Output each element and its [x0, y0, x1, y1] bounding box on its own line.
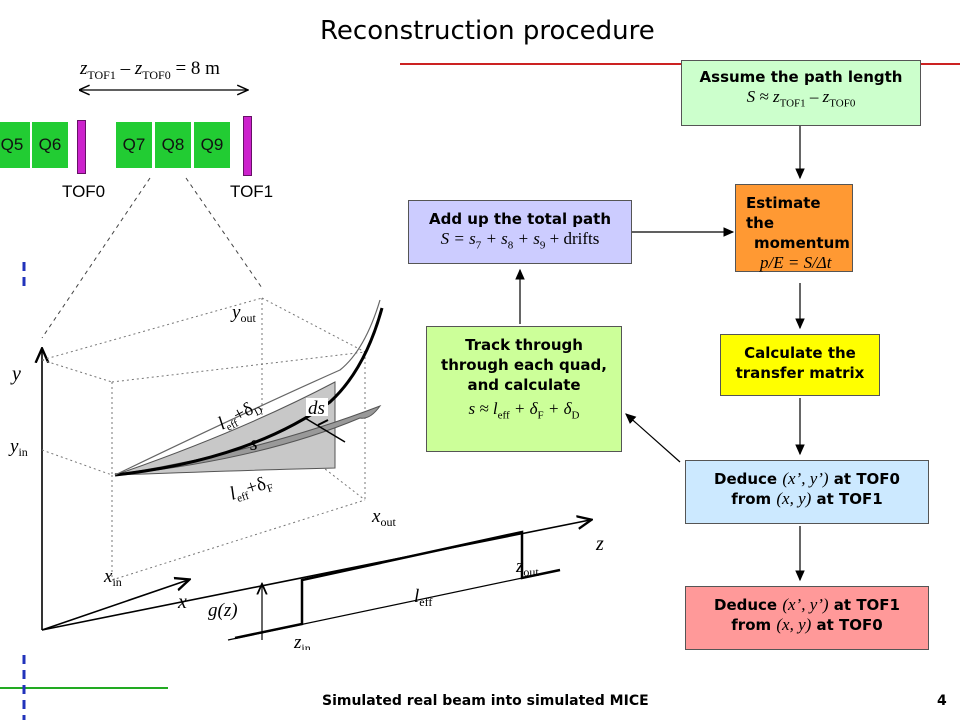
distance-label: zTOF1 – zTOF0 = 8 m	[80, 58, 220, 82]
page-title: Reconstruction procedure	[320, 16, 655, 46]
label-gz: g(z)	[208, 600, 238, 621]
label-ds: ds	[308, 398, 325, 419]
label-z-in: zin	[293, 632, 311, 650]
label-leff: leff	[414, 586, 432, 609]
box-assume-path: Assume the path length S ≈ zTOF1 – zTOF0	[681, 60, 921, 126]
box-add-total-path: Add up the total path S = s7 + s8 + s9 +…	[408, 200, 632, 264]
x-axis	[41, 580, 188, 631]
surface-d	[114, 381, 336, 476]
box-estimate-momentum: Estimate the momentum p/E = S/Δt	[735, 184, 853, 272]
label-x-axis: x	[177, 591, 187, 613]
distance-arrow	[70, 80, 260, 100]
label-z-axis: z	[595, 533, 604, 555]
label-y-out: yout	[230, 302, 256, 325]
label-x-in: xin	[103, 566, 122, 589]
page-number: 4	[937, 693, 947, 709]
box-deduce-tof1: Deduce (x’, y’) at TOF1 from (x, y) at T…	[685, 586, 929, 650]
tof0-label: TOF0	[62, 182, 106, 201]
footer-text: Simulated real beam into simulated MICE	[322, 693, 649, 709]
label-x-out: xout	[371, 506, 396, 529]
quad-q7: Q7	[116, 122, 152, 168]
box-calculate-matrix: Calculate the transfer matrix	[720, 334, 880, 396]
quad-q5: Q5	[0, 122, 30, 168]
tof1-counter	[243, 116, 252, 176]
label-s: s	[250, 433, 258, 455]
gz-step-function	[234, 530, 561, 640]
quad-q9: Q9	[194, 122, 230, 168]
quad-q6: Q6	[32, 122, 68, 168]
label-y-axis: y	[10, 363, 21, 385]
box-track-through: Track through through each quad, and cal…	[426, 326, 622, 452]
quad-geometry-diagram: yout y yin xin x xout z leff+δD ds s lef…	[8, 177, 604, 650]
tof1-label: TOF1	[230, 182, 274, 201]
label-y-in: yin	[8, 436, 28, 459]
label-z-out: zout	[515, 556, 539, 579]
quad-q8: Q8	[155, 122, 191, 168]
trajectory-upper	[114, 299, 381, 476]
box-deduce-tof0: Deduce (x’, y’) at TOF0 from (x, y) at T…	[685, 460, 929, 524]
tof0-counter	[77, 120, 86, 174]
